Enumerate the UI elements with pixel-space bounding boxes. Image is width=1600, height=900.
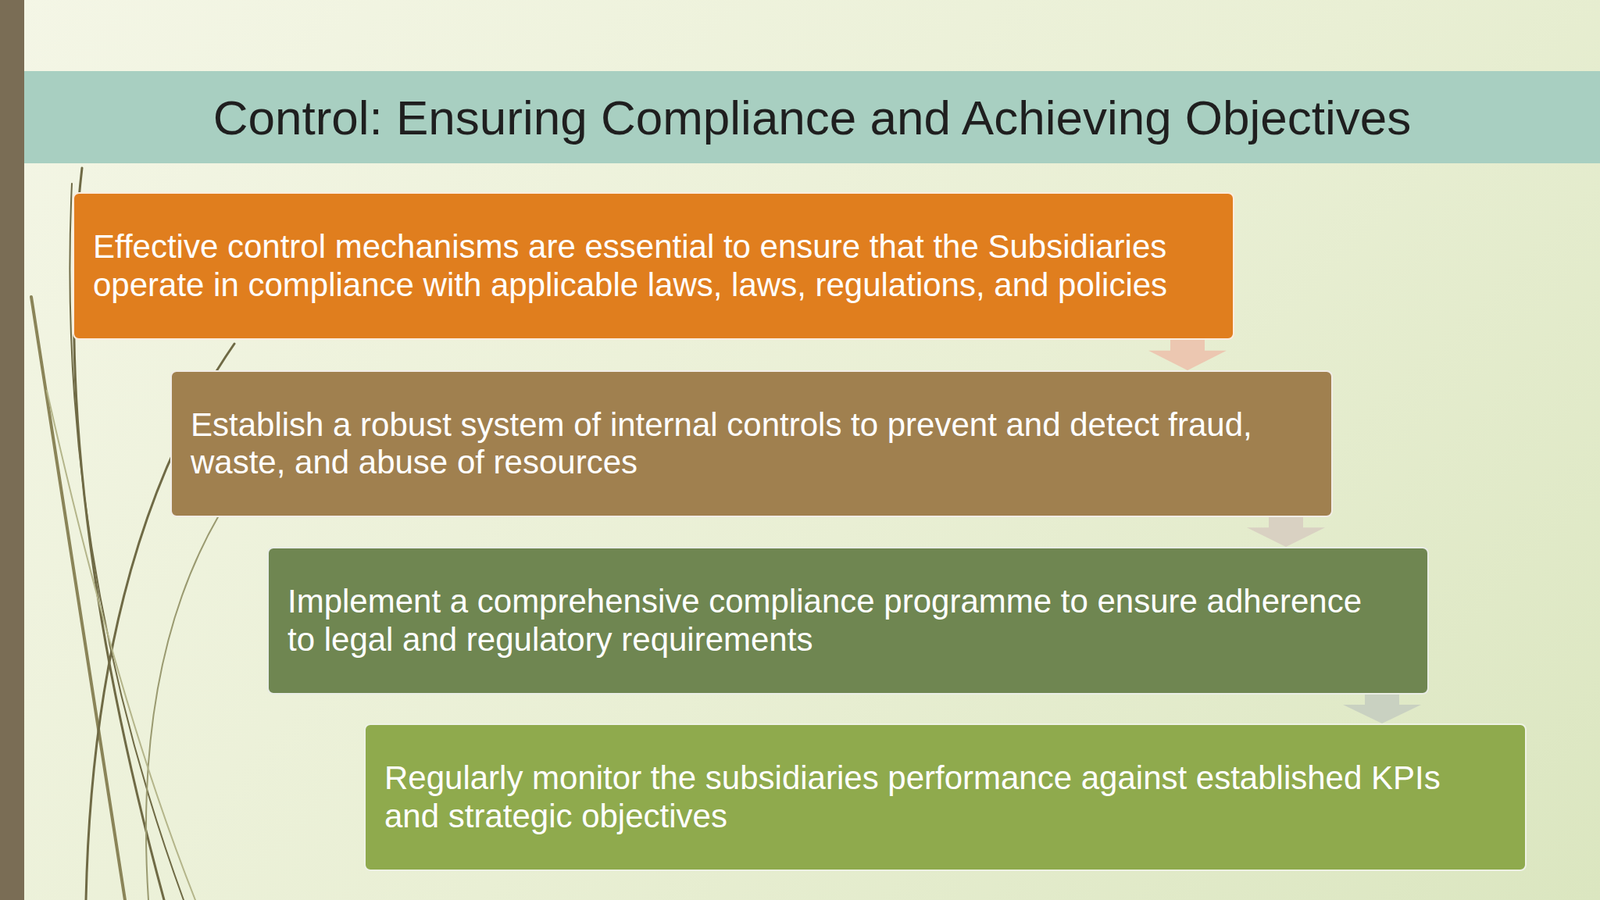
side-bar xyxy=(0,0,25,900)
process-box: Effective control mechanisms are essenti… xyxy=(72,192,1235,340)
flow-arrow xyxy=(1148,339,1227,371)
slide-title: Control: Ensuring Compliance and Achievi… xyxy=(213,89,1412,146)
flow-arrow xyxy=(1246,517,1325,547)
box-text: Establish a robust system of internal co… xyxy=(190,406,1269,483)
title-holder: Control: Ensuring Compliance and Achievi… xyxy=(24,71,1600,164)
process-box: Establish a robust system of internal co… xyxy=(170,370,1333,518)
box-text: Regularly monitor the subsidiaries perfo… xyxy=(384,759,1463,836)
flow-arrow xyxy=(1342,694,1422,724)
box-text: Effective control mechanisms are essenti… xyxy=(92,228,1172,304)
process-box: Implement a comprehensive compliance pro… xyxy=(267,546,1429,695)
process-box: Regularly monitor the subsidiaries perfo… xyxy=(364,723,1527,872)
box-text: Implement a comprehensive compliance pro… xyxy=(287,582,1366,659)
